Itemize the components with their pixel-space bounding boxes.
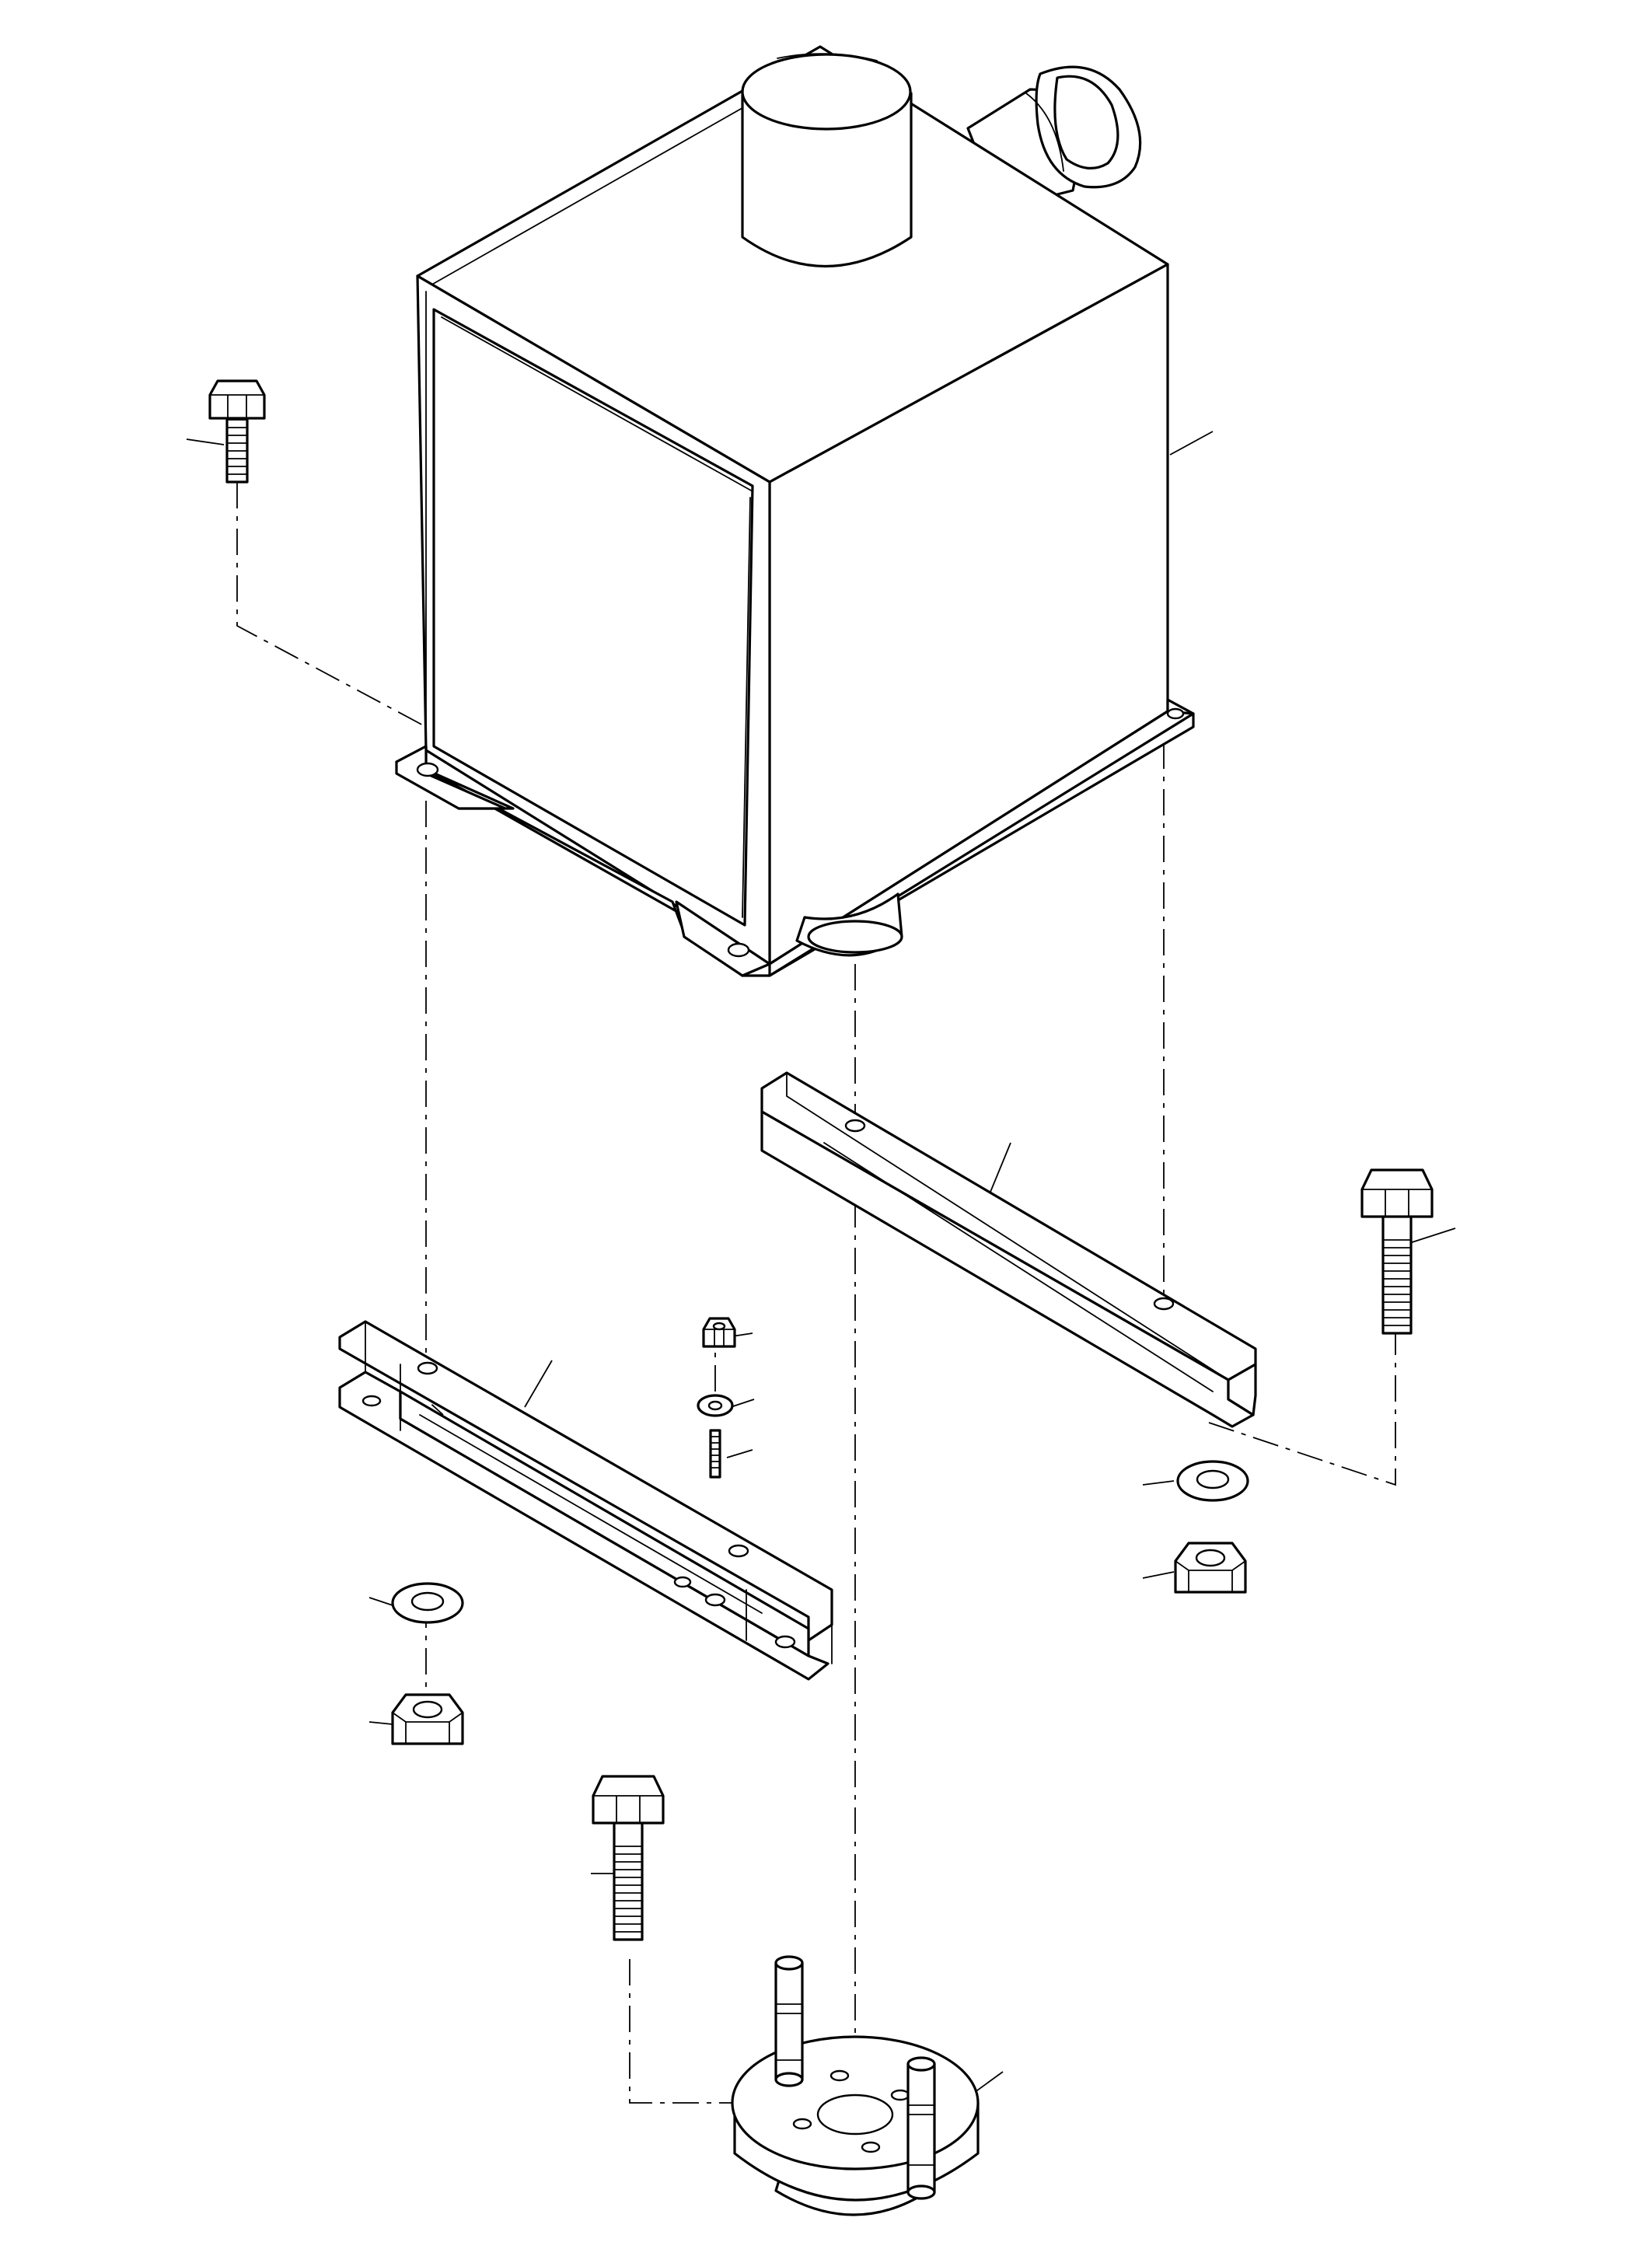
- hex-nut-icon: [391, 1693, 464, 1745]
- hex-nut-icon: [1174, 1542, 1247, 1594]
- outlet-cylinder-icon: [741, 53, 913, 268]
- stud-icon: [709, 1429, 721, 1479]
- hex-bolt-icon: [208, 379, 266, 484]
- washer-icon: [697, 1394, 734, 1417]
- flange-icon: [731, 1955, 980, 2216]
- assembly-centerlines: [236, 482, 1396, 2115]
- washer-icon: [1176, 1460, 1249, 1502]
- tank-base-flange: [395, 698, 1195, 977]
- channel-rail-icon: [338, 1320, 833, 1681]
- hex-bolt-icon: [1360, 1168, 1434, 1335]
- channel-rail-icon: [760, 1071, 1257, 1428]
- tank-access-panel: [432, 308, 754, 927]
- hex-bolt-icon: [592, 1775, 665, 1941]
- washer-icon: [391, 1582, 464, 1624]
- tank-assembly: [395, 45, 1195, 977]
- hex-nut-icon: [702, 1317, 736, 1348]
